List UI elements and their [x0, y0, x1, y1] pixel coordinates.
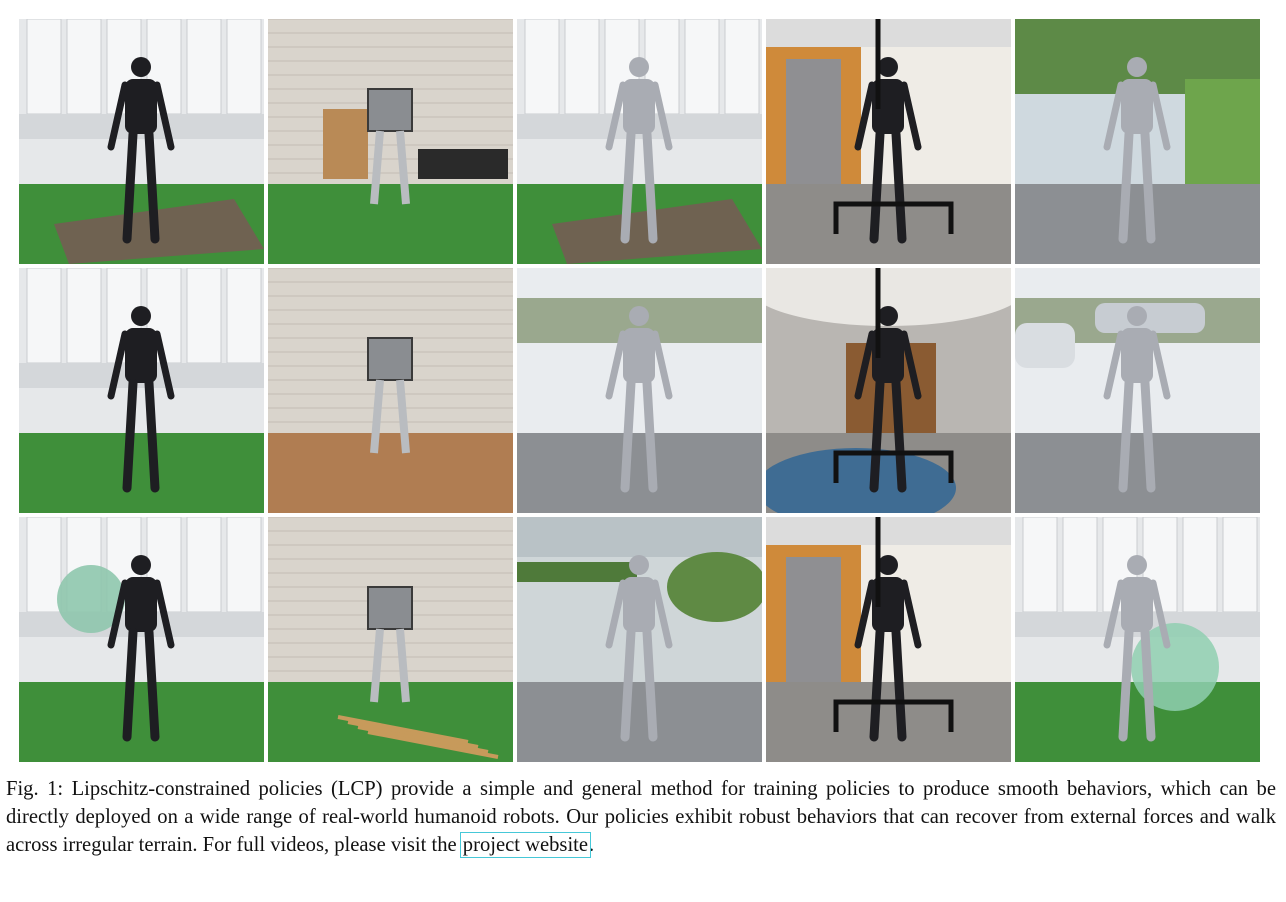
robot-photo-13	[517, 517, 762, 762]
robot-photo-14	[766, 517, 1011, 762]
robot-photo-image	[268, 268, 513, 513]
robot-photo-11	[19, 517, 264, 762]
caption-text: Fig. 1: Lipschitz-constrained policies (…	[6, 778, 1276, 856]
robot-photo-image	[1015, 19, 1260, 264]
robot-photo-1	[19, 19, 264, 264]
robot-photo-image	[766, 517, 1011, 762]
robot-photo-4	[766, 19, 1011, 264]
robot-photo-7	[268, 268, 513, 513]
project-website-link[interactable]: project website	[459, 832, 592, 858]
robot-photo-image	[517, 268, 762, 513]
robot-photo-image	[766, 268, 1011, 513]
robot-photo-12	[268, 517, 513, 762]
robot-photo-image	[1015, 268, 1260, 513]
robot-photo-9	[766, 268, 1011, 513]
robot-photo-15	[1015, 517, 1260, 762]
robot-photo-5	[1015, 19, 1260, 264]
robot-photo-image	[517, 517, 762, 762]
robot-photo-image	[268, 517, 513, 762]
robot-photo-image	[766, 19, 1011, 264]
robot-photo-image	[19, 19, 264, 264]
robot-photo-image	[19, 268, 264, 513]
robot-photo-6	[19, 268, 264, 513]
robot-photo-image	[1015, 517, 1260, 762]
robot-photo-image	[268, 19, 513, 264]
robot-photo-3	[517, 19, 762, 264]
robot-photo-image	[517, 19, 762, 264]
robot-photo-image	[19, 517, 264, 762]
robot-photo-8	[517, 268, 762, 513]
caption-end: .	[589, 834, 595, 856]
robot-photo-2	[268, 19, 513, 264]
robot-photo-10	[1015, 268, 1260, 513]
figure-image-grid	[19, 19, 1261, 762]
figure-caption: Fig. 1: Lipschitz-constrained policies (…	[6, 775, 1276, 859]
